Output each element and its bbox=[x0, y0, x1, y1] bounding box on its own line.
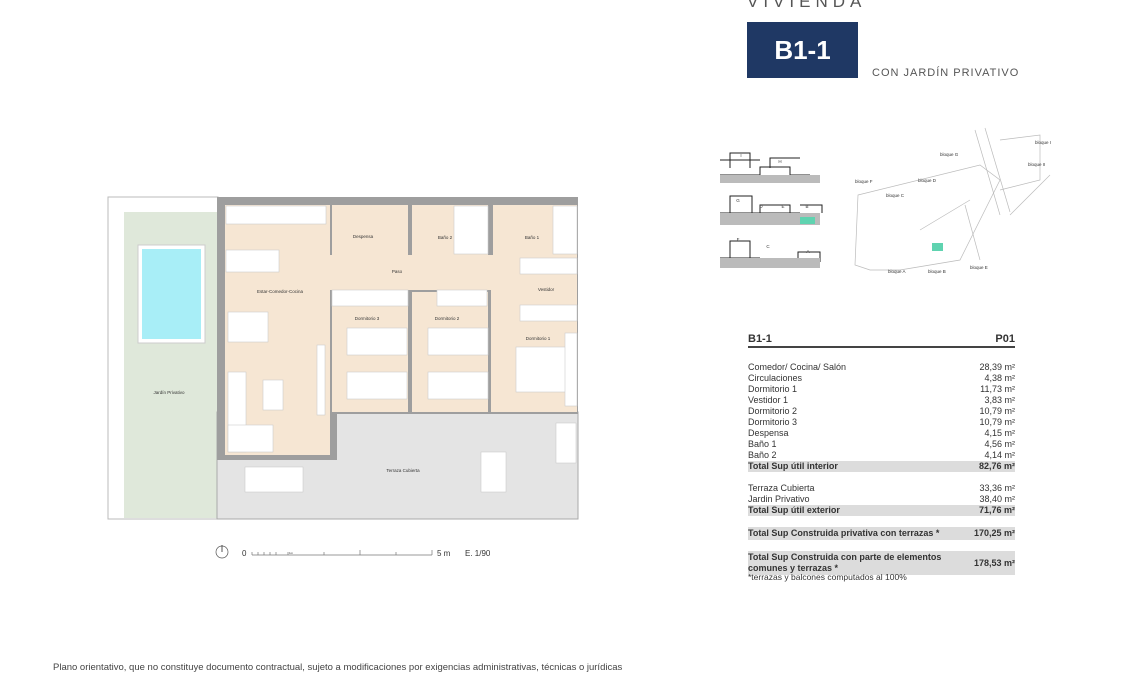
built-common-row: Total Sup Construida con parte de elemen… bbox=[748, 551, 1015, 575]
table-unit: B1-1 bbox=[748, 333, 772, 345]
eyebrow-title: VIVIENDA bbox=[747, 0, 867, 11]
label-bath-2: Baño 2 bbox=[438, 235, 453, 240]
label-garden: Jardín Privativo bbox=[153, 390, 185, 395]
section-label: E bbox=[781, 204, 784, 209]
label-bedroom-2: Dormitorio 2 bbox=[435, 316, 460, 321]
block-label: bloque A bbox=[888, 269, 906, 274]
section-label: B bbox=[805, 204, 808, 209]
table-floor: P01 bbox=[995, 333, 1015, 345]
furniture bbox=[225, 205, 578, 493]
scale-five: 5 m bbox=[437, 549, 451, 558]
unit-subtitle: CON JARDÍN PRIVATIVO bbox=[872, 67, 1020, 79]
table-row: Circulaciones 4,38 m² bbox=[748, 373, 1015, 384]
table-row: Jardin Privativo 38,40 m² bbox=[748, 494, 1015, 505]
block-label: bloque C bbox=[886, 193, 905, 198]
table-header: B1-1 P01 bbox=[748, 333, 1015, 348]
table-row: Vestidor 1 3,83 m² bbox=[748, 395, 1015, 406]
row-label: Total Sup útil exterior bbox=[748, 505, 840, 515]
block-label: bloque E bbox=[970, 265, 988, 270]
row-label: Jardin Privativo bbox=[748, 494, 810, 504]
label-pantry: Despensa bbox=[353, 234, 374, 239]
section-label: A bbox=[806, 249, 809, 254]
row-value: 170,25 m² bbox=[973, 528, 1015, 538]
scale-one: 1m bbox=[289, 551, 294, 555]
block-label: bloque B bbox=[928, 269, 946, 274]
row-label: Dormitorio 3 bbox=[748, 417, 798, 427]
row-label: Dormitorio 2 bbox=[748, 406, 798, 416]
table-note: *terrazas y balcones computados al 100% bbox=[748, 572, 907, 582]
row-label: Circulaciones bbox=[748, 373, 803, 383]
scale-zero: 0 bbox=[242, 549, 247, 558]
table-row: Despensa 4,15 m² bbox=[748, 428, 1015, 439]
row-label: Baño 2 bbox=[748, 450, 777, 460]
interior-total-row: Total Sup útil interior 82,76 m² bbox=[748, 461, 1015, 472]
row-label: Baño 1 bbox=[748, 439, 777, 449]
block-label: bloque II bbox=[1028, 162, 1045, 167]
built-private-row: Total Sup Construida privativa con terra… bbox=[748, 527, 1015, 540]
label-bath-1: Baño 1 bbox=[525, 235, 540, 240]
row-value: 3,83 m² bbox=[984, 395, 1015, 405]
scale-ratio: E. 1/90 bbox=[465, 549, 491, 558]
disclaimer: Plano orientativo, que no constituye doc… bbox=[53, 662, 623, 673]
label-bedroom-1: Dormitorio 1 bbox=[526, 336, 551, 341]
row-value: 178,53 m² bbox=[973, 557, 1015, 568]
scale-bar bbox=[251, 550, 433, 556]
section-label: C bbox=[766, 244, 770, 249]
row-label: Total Sup Construida con parte de elemen… bbox=[748, 552, 942, 573]
row-value: 10,79 m² bbox=[979, 406, 1015, 416]
row-value: 33,36 m² bbox=[979, 483, 1015, 493]
table-row: Dormitorio 3 10,79 m² bbox=[748, 417, 1015, 428]
table-row: Terraza Cubierta 33,36 m² bbox=[748, 483, 1015, 494]
room-pantry bbox=[332, 205, 408, 255]
row-label: Total Sup útil interior bbox=[748, 461, 838, 471]
row-label: Despensa bbox=[748, 428, 789, 438]
row-label: Total Sup Construida privativa con terra… bbox=[748, 528, 940, 538]
row-value: 4,15 m² bbox=[984, 428, 1015, 438]
section-label: I bbox=[740, 153, 741, 158]
table-row: Baño 2 4,14 m² bbox=[748, 450, 1015, 461]
row-label: Terraza Cubierta bbox=[748, 483, 815, 493]
label-dressing: Vestidor bbox=[538, 287, 555, 292]
unit-badge: B1-1 bbox=[747, 22, 858, 78]
row-value: 38,40 m² bbox=[979, 494, 1015, 504]
row-value: 28,39 m² bbox=[979, 362, 1015, 372]
row-label: Dormitorio 1 bbox=[748, 384, 798, 394]
section-label: D bbox=[759, 204, 763, 209]
section-label: F bbox=[737, 237, 740, 242]
table-row: Comedor/ Cocina/ Salón 28,39 m² bbox=[748, 362, 1015, 373]
row-value: 71,76 m² bbox=[978, 505, 1015, 515]
table-row: Dormitorio 1 11,73 m² bbox=[748, 384, 1015, 395]
label-living: Estar-Comedor-Cocina bbox=[257, 289, 304, 294]
section-label: G bbox=[736, 198, 740, 203]
row-label: Comedor/ Cocina/ Salón bbox=[748, 362, 847, 372]
block-label: bloque D bbox=[918, 178, 937, 183]
block-label: bloque F bbox=[855, 179, 873, 184]
section-label: H bbox=[778, 159, 781, 164]
pool bbox=[142, 249, 201, 339]
label-bedroom-3: Dormitorio 3 bbox=[355, 316, 380, 321]
table-row: Baño 1 4,56 m² bbox=[748, 439, 1015, 450]
row-value: 82,76 m² bbox=[978, 461, 1015, 471]
row-value: 10,79 m² bbox=[979, 417, 1015, 427]
site-highlight bbox=[932, 243, 943, 251]
section-highlight bbox=[800, 217, 815, 224]
site-map bbox=[854, 127, 1051, 271]
row-value: 4,14 m² bbox=[984, 450, 1015, 460]
row-label: Vestidor 1 bbox=[748, 395, 789, 405]
block-label: bloque G bbox=[940, 152, 959, 157]
label-terrace: Terraza Cubierta bbox=[386, 468, 420, 473]
table-row: Dormitorio 2 10,79 m² bbox=[748, 406, 1015, 417]
block-label: bloque I bbox=[1035, 140, 1051, 145]
row-value: 4,56 m² bbox=[984, 439, 1015, 449]
row-value: 4,38 m² bbox=[984, 373, 1015, 383]
row-value: 11,73 m² bbox=[980, 384, 1015, 394]
label-hall: Paso bbox=[392, 269, 403, 274]
exterior-total-row: Total Sup útil exterior 71,76 m² bbox=[748, 505, 1015, 516]
